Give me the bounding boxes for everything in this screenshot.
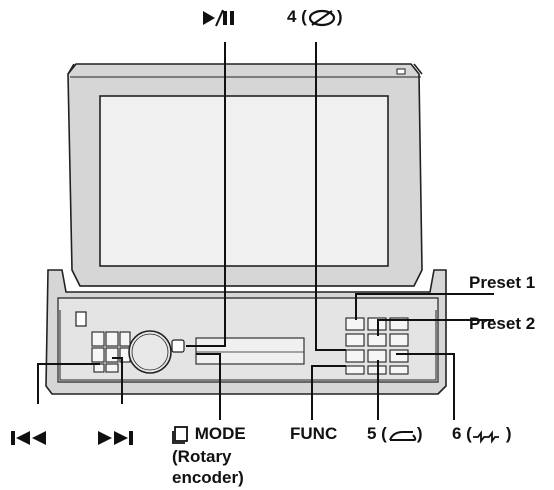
play-pause-button: [171, 339, 185, 353]
mode-icon: [172, 425, 188, 444]
rotary-label-line2: encoder): [172, 468, 244, 487]
mode-label: MODE: [172, 423, 246, 444]
key5-label-text: 5 (: [367, 424, 387, 443]
mode-label-text: MODE: [194, 424, 246, 443]
key6-label: 6 ( ): [452, 423, 512, 444]
monitor-indicator: [396, 68, 406, 75]
monitor-screen: [99, 95, 389, 267]
preset1-label: Preset 1: [469, 273, 536, 292]
repeat-label-close: ): [336, 7, 343, 26]
key6-label-text: 6 (: [452, 424, 472, 443]
small-square-button: [75, 311, 87, 327]
preset2-label: Preset 2: [469, 314, 536, 333]
func-label: FUNC: [290, 424, 338, 443]
repeat-label: 4 ( ): [287, 6, 343, 27]
shuffle-icon: [388, 430, 417, 441]
play-pause-icon: [203, 9, 234, 26]
next-label: [96, 426, 140, 447]
repeat-icon: [308, 9, 335, 26]
repeat-label-text: 4 (: [287, 7, 307, 26]
display-slot: [195, 337, 305, 365]
skip-back-icon: [11, 430, 46, 445]
scan-icon: [472, 429, 499, 444]
key6-label-close: ): [505, 424, 512, 443]
leader-lines: [37, 42, 494, 420]
key5-label: 5 ( ): [367, 423, 423, 444]
rotary-label-line1: (Rotary: [172, 447, 232, 466]
rotary-encoder: [128, 330, 172, 374]
skip-forward-icon: [98, 430, 133, 445]
play-pause-label: [201, 6, 241, 27]
key5-label-close: ): [416, 424, 423, 443]
prev-label: [10, 426, 54, 447]
